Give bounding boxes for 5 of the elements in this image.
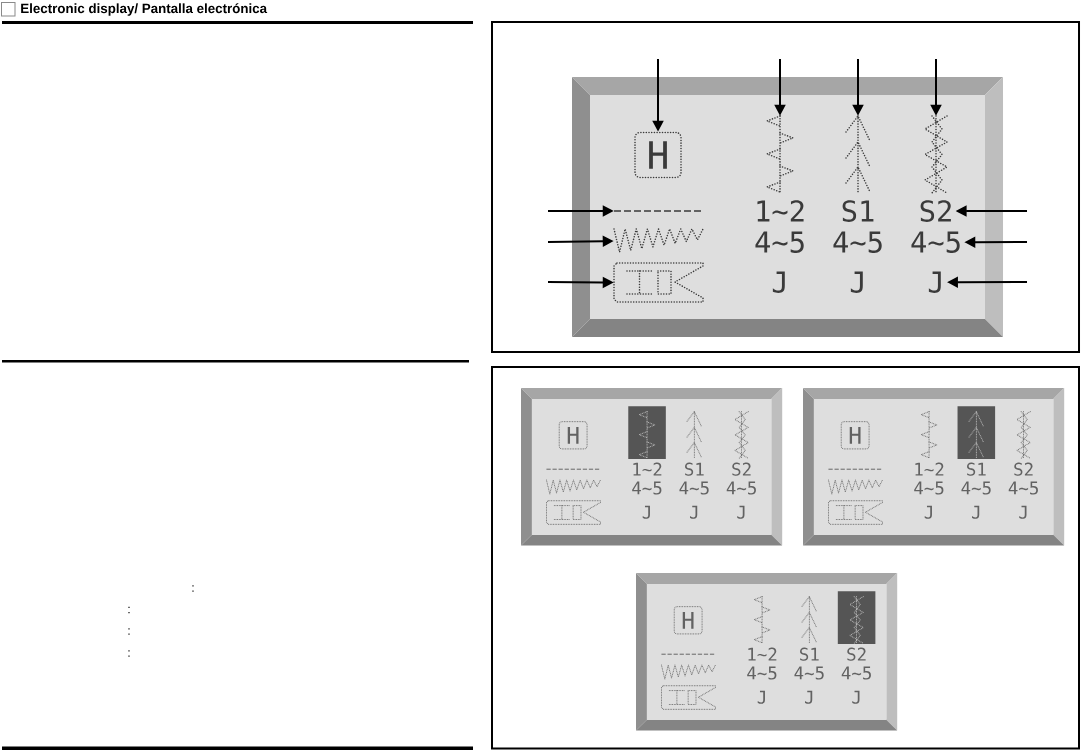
label-text: : [192, 585, 194, 592]
label-text: : [128, 628, 130, 635]
label-text: : [128, 650, 130, 657]
label-text: : [128, 606, 130, 614]
title: Electronic display/ Pantalla electrónica [21, 3, 268, 16]
